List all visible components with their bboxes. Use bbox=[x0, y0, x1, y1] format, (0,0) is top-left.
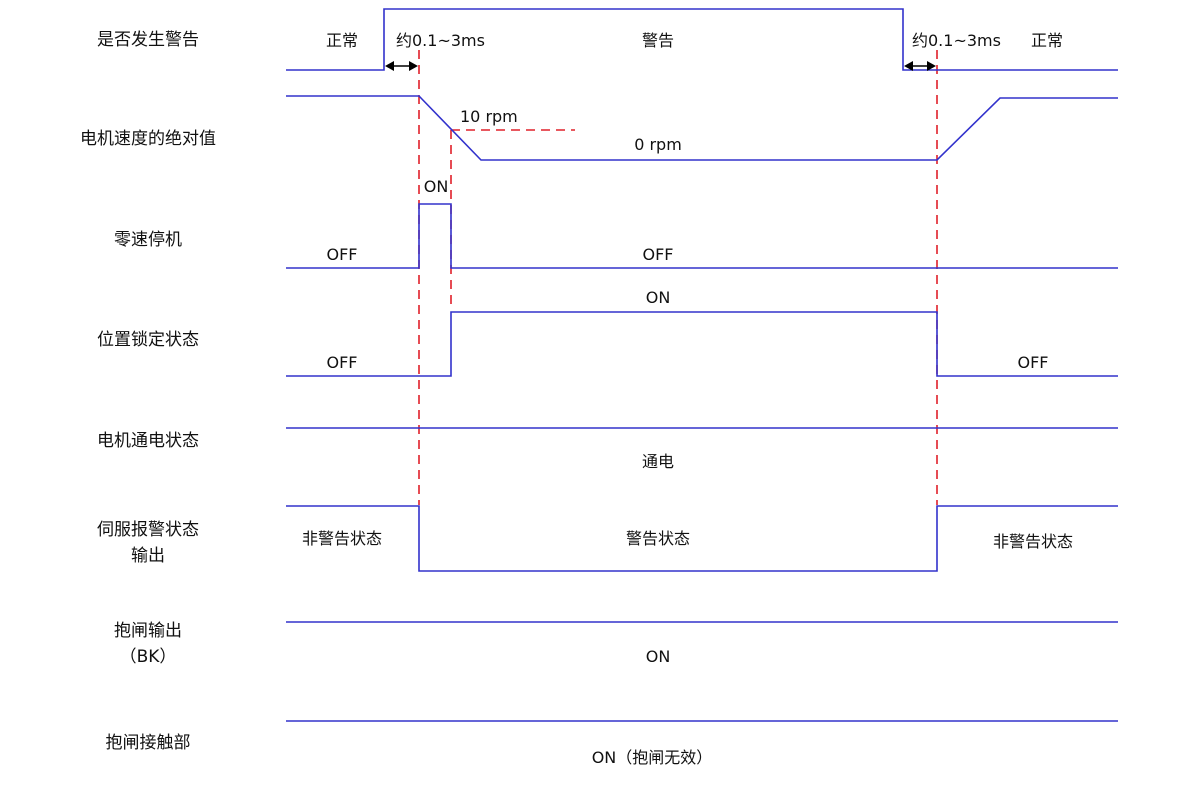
state-label-non-alarm-2: 非警告状态 bbox=[993, 532, 1073, 551]
state-label-lock-off-2: OFF bbox=[1018, 353, 1049, 372]
state-label-alarm-state: 警告状态 bbox=[626, 529, 690, 548]
annotation-10rpm: 10 rpm bbox=[460, 107, 518, 126]
state-label-powered: 通电 bbox=[642, 452, 674, 471]
signal-label-alarm-output: 伺服报警状态 bbox=[97, 520, 199, 540]
delay-arrow-2 bbox=[904, 61, 936, 71]
waveform-speed bbox=[286, 95, 1118, 161]
state-label-zero-stop-off-1: OFF bbox=[327, 245, 358, 264]
state-label-brake-on: ON bbox=[646, 647, 671, 666]
signal-label-brake-output: 抱闸输出 bbox=[114, 621, 182, 641]
delay-label-2: 约0.1~3ms bbox=[912, 31, 1001, 50]
delay-arrow-1 bbox=[385, 61, 418, 71]
signal-label-brake-output-line2: （BK） bbox=[120, 647, 177, 667]
waveform-zero-stop bbox=[286, 203, 1118, 269]
state-label-normal-1: 正常 bbox=[326, 31, 358, 50]
state-label-zero-stop-off-2: OFF bbox=[643, 245, 674, 264]
state-label-normal-2: 正常 bbox=[1031, 31, 1063, 50]
waveform-alarm bbox=[286, 8, 1118, 71]
waveform-position-lock bbox=[286, 311, 1118, 377]
state-label-lock-off-1: OFF bbox=[327, 353, 358, 372]
signal-label-alarm: 是否发生警告 bbox=[97, 30, 199, 50]
state-label-lock-on: ON bbox=[646, 288, 671, 307]
state-label-non-alarm-1: 非警告状态 bbox=[302, 529, 382, 548]
signal-label-speed: 电机速度的绝对值 bbox=[80, 129, 216, 149]
state-label-zero-stop-on: ON bbox=[424, 177, 449, 196]
state-label-brake-contact-on: ON（抱闸无效） bbox=[592, 748, 713, 767]
signal-label-alarm-output-line2: 输出 bbox=[131, 546, 165, 566]
signal-label-brake-contact: 抱闸接触部 bbox=[106, 733, 191, 753]
waveform-alarm-output bbox=[286, 505, 1118, 572]
signal-label-motor-power: 电机通电状态 bbox=[97, 431, 199, 451]
state-label-alarm: 警告 bbox=[642, 31, 674, 50]
signal-label-position-lock: 位置锁定状态 bbox=[97, 330, 199, 350]
delay-label-1: 约0.1~3ms bbox=[396, 31, 485, 50]
annotation-0rpm: 0 rpm bbox=[634, 135, 682, 154]
signal-label-zero-stop: 零速停机 bbox=[114, 230, 182, 250]
